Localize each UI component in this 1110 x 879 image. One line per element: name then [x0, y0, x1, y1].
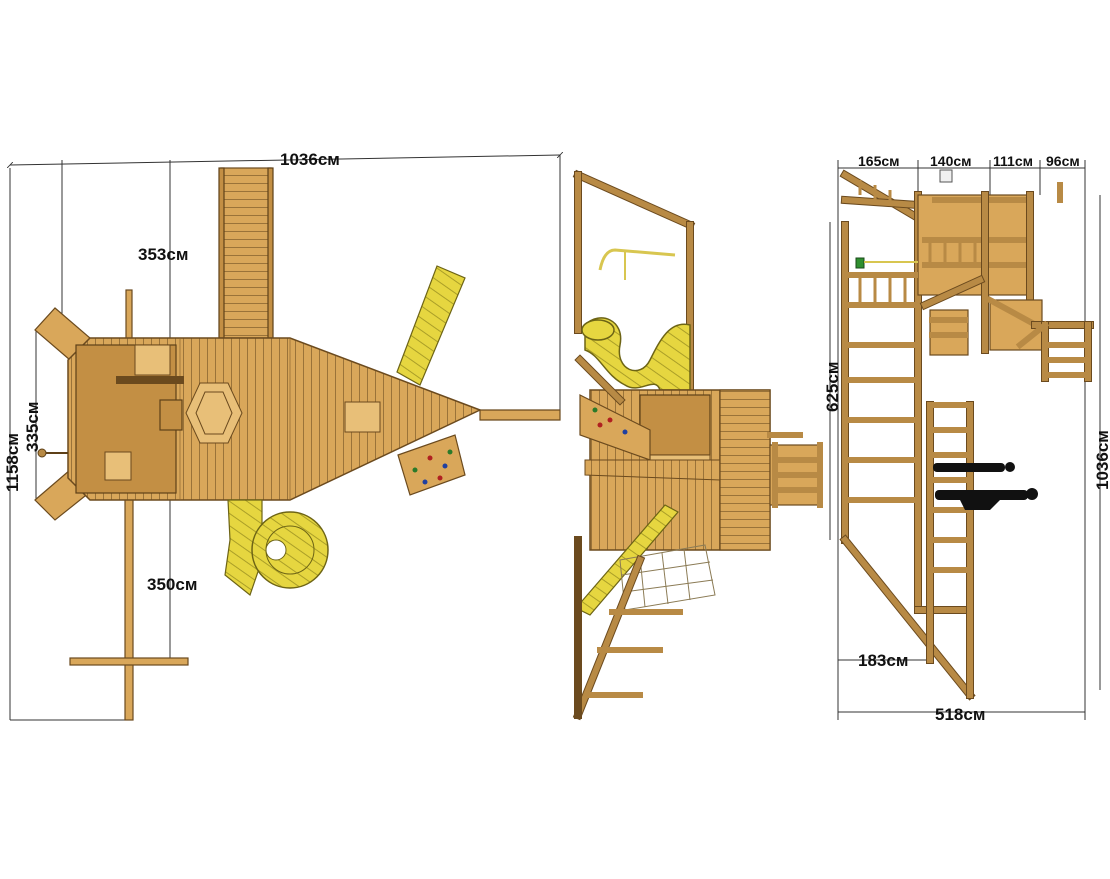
- tower-body: [574, 354, 823, 551]
- hatch-top: [134, 344, 171, 376]
- top-boardwalk: [218, 167, 274, 339]
- main-deck: [37, 337, 561, 501]
- side-top-label-3: 111см: [993, 153, 1033, 169]
- straight-slide-top: [396, 265, 466, 386]
- side-beam-label: 183см: [858, 651, 908, 670]
- width-label: 1036см: [280, 150, 340, 169]
- side-height-label: 625см: [823, 362, 842, 412]
- side-upper-structure: [839, 169, 1034, 614]
- hatch-bottom: [104, 451, 132, 481]
- height-label: 1158см: [3, 433, 22, 492]
- side-view-dimension-lines: [829, 160, 1101, 720]
- perspective-ladder: [572, 536, 683, 721]
- straight-slide-perspective: [575, 504, 679, 616]
- side-top-label-4: 96см: [1046, 153, 1080, 169]
- side-width-label: 518см: [935, 705, 985, 724]
- spiral-tube-slide: [581, 317, 691, 391]
- side-top-label-2: 140см: [930, 153, 972, 169]
- side-right-platform: [985, 182, 1094, 382]
- side-top-label-1: 165см: [858, 153, 900, 169]
- human-silhouettes: [933, 462, 1038, 510]
- side-view: 165см 140см 111см 96см 625см 1036см 183с…: [823, 153, 1110, 724]
- top-view: 1036см 353см 350см 1158см 335см: [3, 150, 561, 721]
- spiral-slide-top-view: [224, 499, 329, 597]
- deck-width-label: 335см: [23, 402, 42, 452]
- swing-frame: [572, 169, 696, 394]
- hatch-right: [344, 401, 381, 433]
- climbing-wall: [397, 434, 466, 496]
- perspective-view: [572, 169, 823, 721]
- tower-length-label: 353см: [138, 245, 188, 264]
- swing-length-label: 350см: [147, 575, 197, 594]
- side-length-label: 1036см: [1093, 430, 1110, 490]
- hexagon-roof: [185, 382, 243, 444]
- side-swing-section: [839, 342, 976, 701]
- side-diagonal-stair: [919, 274, 986, 356]
- top-view-dimension-lines: [10, 155, 560, 721]
